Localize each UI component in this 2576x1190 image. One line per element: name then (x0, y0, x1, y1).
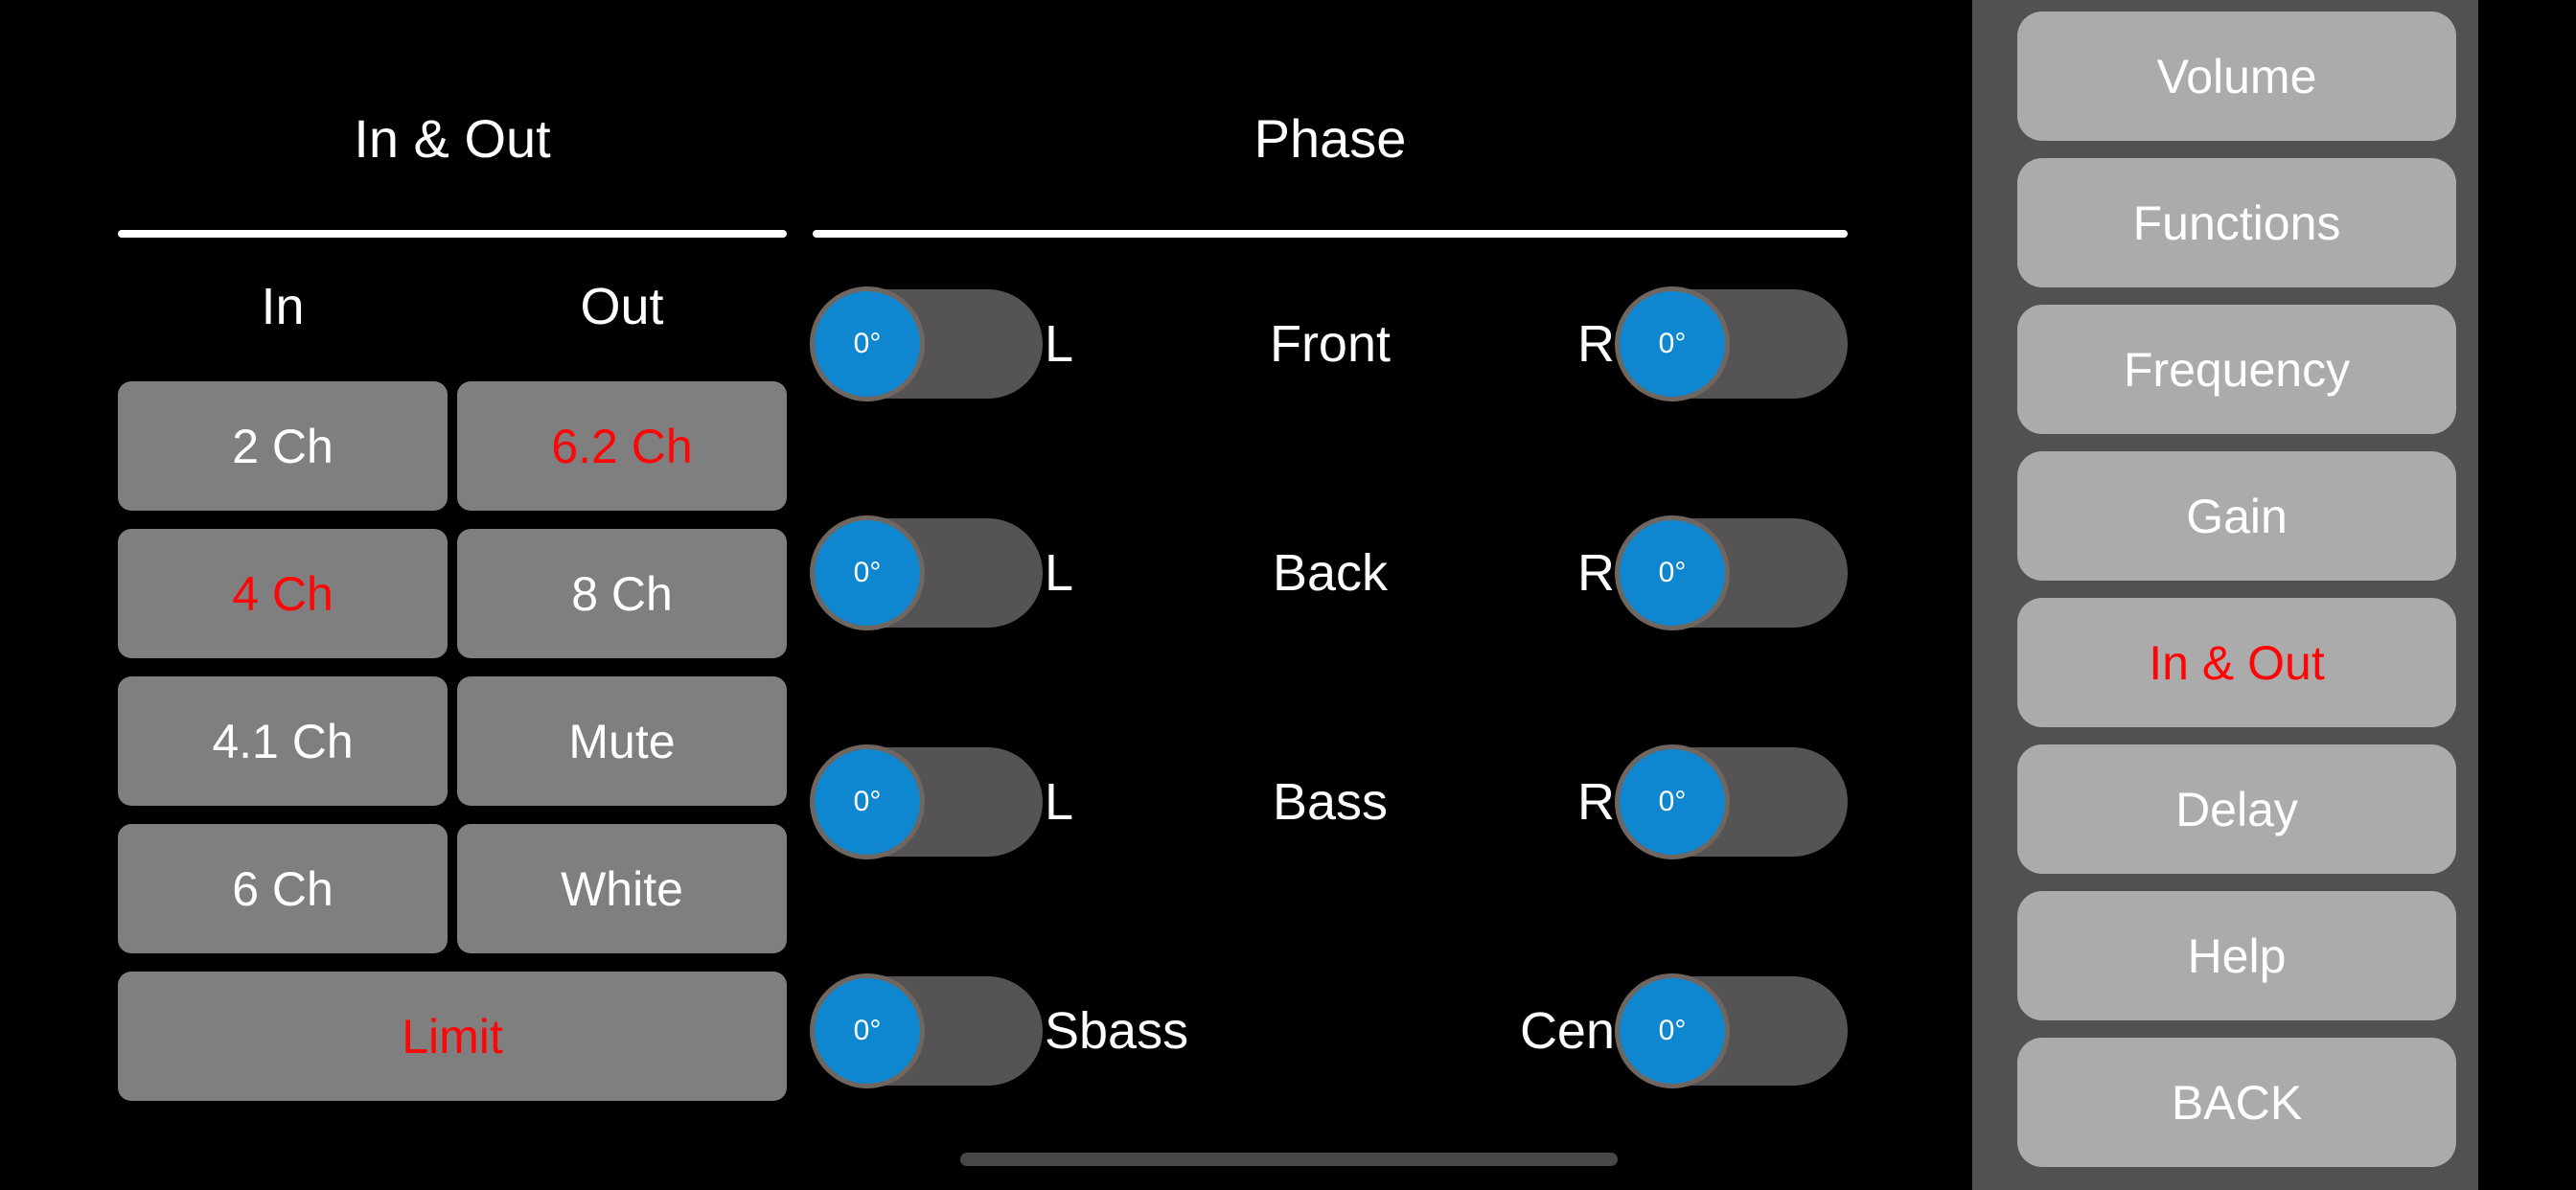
phase-section-underline (813, 230, 1848, 238)
phase-toggle-bass-left[interactable]: 0° (810, 744, 1043, 859)
toggle-knob-value: 0° (853, 328, 882, 359)
phase-row-front: 0° L Front R 0° (810, 286, 1848, 401)
phase-label-left: L (1045, 773, 1074, 831)
inout-section: In & Out In Out 2 Ch 6.2 Ch 4 Ch 8 Ch 4.… (0, 0, 813, 1190)
toggle-knob[interactable]: 0° (810, 286, 925, 401)
toggle-knob-value: 0° (853, 1015, 882, 1046)
toggle-knob-value: 0° (1658, 786, 1687, 817)
inout-column-header-out: Out (580, 278, 664, 335)
toggle-knob-value: 0° (1658, 1015, 1687, 1046)
inout-button-8ch[interactable]: 8 Ch (457, 529, 787, 658)
toggle-knob-value: 0° (1658, 328, 1687, 359)
sidebar-item-gain[interactable]: Gain (2017, 451, 2456, 581)
inout-button-6-2ch[interactable]: 6.2 Ch (457, 381, 787, 511)
toggle-knob[interactable]: 0° (810, 744, 925, 859)
phase-toggle-front-left[interactable]: 0° (810, 286, 1043, 401)
toggle-knob[interactable]: 0° (1615, 973, 1730, 1088)
sidebar-item-help[interactable]: Help (2017, 891, 2456, 1020)
phase-label-left: L (1045, 544, 1074, 602)
phase-section: Phase 0° L Front R 0° 0° (810, 0, 1848, 1190)
toggle-knob[interactable]: 0° (1615, 744, 1730, 859)
inout-button-4ch[interactable]: 4 Ch (118, 529, 448, 658)
phase-row-sbass: 0° Sbass Cen 0° (810, 973, 1848, 1088)
inout-button-2ch[interactable]: 2 Ch (118, 381, 448, 511)
horizontal-scroll-indicator[interactable] (960, 1153, 1618, 1166)
phase-toggle-bass-right[interactable]: 0° (1615, 744, 1848, 859)
phase-label-front: Front (1269, 315, 1392, 373)
inout-button-limit[interactable]: Limit (118, 972, 787, 1101)
phase-row-bass: 0° L Bass R 0° (810, 744, 1848, 859)
sidebar-item-frequency[interactable]: Frequency (2017, 305, 2456, 434)
toggle-knob-value: 0° (853, 557, 882, 588)
toggle-knob[interactable]: 0° (810, 515, 925, 630)
phase-section-title: Phase (1254, 108, 1407, 169)
inout-column-header-in: In (261, 278, 305, 335)
inout-section-title: In & Out (354, 108, 551, 169)
sidebar-item-functions[interactable]: Functions (2017, 158, 2456, 287)
phase-label-left: L (1045, 315, 1074, 373)
sidebar-item-in-and-out[interactable]: In & Out (2017, 598, 2456, 727)
phase-label-right: R (1577, 315, 1615, 373)
inout-button-4-1ch[interactable]: 4.1 Ch (118, 676, 448, 806)
toggle-knob[interactable]: 0° (1615, 286, 1730, 401)
inout-button-white[interactable]: White (457, 824, 787, 953)
inout-section-underline (118, 230, 787, 238)
phase-label-sbass: Sbass (1045, 1002, 1189, 1060)
toggle-knob-value: 0° (853, 786, 882, 817)
inout-button-6ch[interactable]: 6 Ch (118, 824, 448, 953)
phase-label-right: R (1577, 773, 1615, 831)
phase-toggle-back-left[interactable]: 0° (810, 515, 1043, 630)
sidebar-item-volume[interactable]: Volume (2017, 11, 2456, 141)
phase-label-back: Back (1272, 544, 1389, 602)
phase-label-bass: Bass (1272, 773, 1389, 831)
phase-toggle-sbass[interactable]: 0° (810, 973, 1043, 1088)
sidebar-item-back[interactable]: BACK (2017, 1038, 2456, 1167)
sidebar-menu: Volume Functions Frequency Gain In & Out… (1972, 0, 2478, 1190)
toggle-knob-value: 0° (1658, 557, 1687, 588)
phase-row-back: 0° L Back R 0° (810, 515, 1848, 630)
phase-toggle-front-right[interactable]: 0° (1615, 286, 1848, 401)
toggle-knob[interactable]: 0° (810, 973, 925, 1088)
sidebar-item-delay[interactable]: Delay (2017, 744, 2456, 874)
phase-toggle-cen[interactable]: 0° (1615, 973, 1848, 1088)
phase-label-right: R (1577, 544, 1615, 602)
phase-toggle-back-right[interactable]: 0° (1615, 515, 1848, 630)
toggle-knob[interactable]: 0° (1615, 515, 1730, 630)
inout-button-mute[interactable]: Mute (457, 676, 787, 806)
phase-label-cen: Cen (1519, 1002, 1615, 1060)
